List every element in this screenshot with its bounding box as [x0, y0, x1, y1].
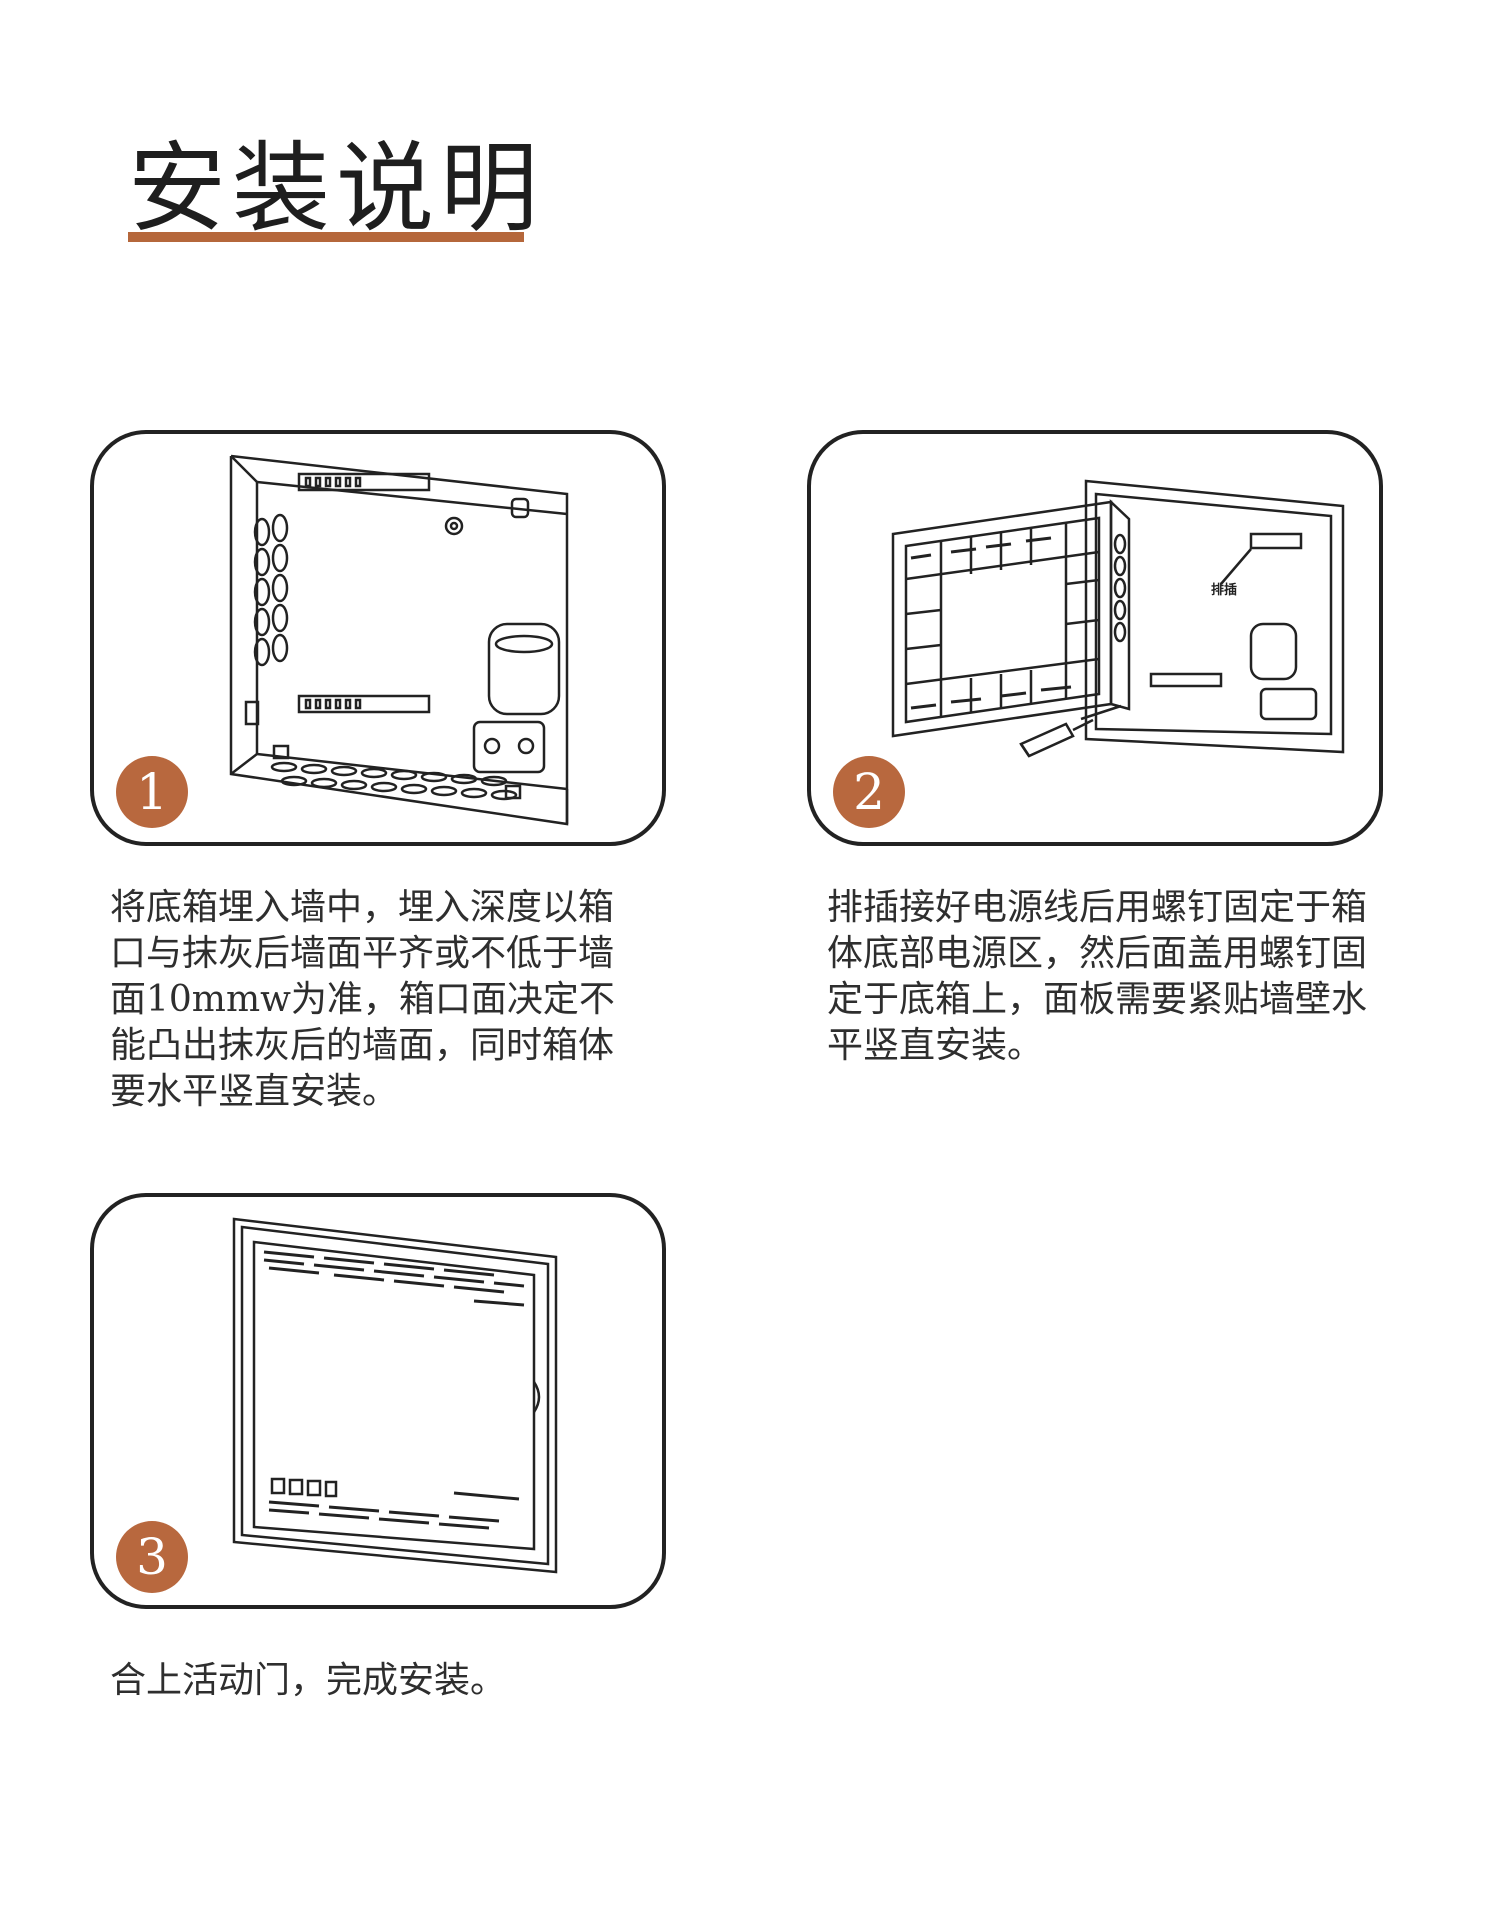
panel-screwed-to-box-illustration: 排插 [891, 479, 1345, 758]
step-3-card: 3 [90, 1193, 666, 1609]
step-3-text: 合上活动门，完成安装。 [110, 1660, 507, 1701]
title-underline [128, 232, 524, 242]
step-1-card: 1 [90, 430, 666, 846]
step-2-text: 排插接好电源线后用螺钉固定于箱 体底部电源区，然后面盖用螺钉固 定于底箱上，面板… [827, 887, 1368, 1066]
closed-door-panel-illustration [232, 1217, 558, 1574]
step-number-badge: 3 [116, 1521, 188, 1593]
step-1-text: 将底箱埋入墙中，埋入深度以箱 口与抹灰后墙面平齐或不低于墙 面10mmw为准，箱… [110, 887, 615, 1112]
box-embedded-in-wall-illustration [229, 454, 569, 826]
step-number-badge: 1 [116, 756, 188, 828]
step-number-badge: 2 [833, 756, 905, 828]
step-2-card: 排插 2 [807, 430, 1383, 846]
power-strip-label: 排插 [1211, 582, 1237, 598]
page-title: 安装说明 [128, 132, 545, 246]
